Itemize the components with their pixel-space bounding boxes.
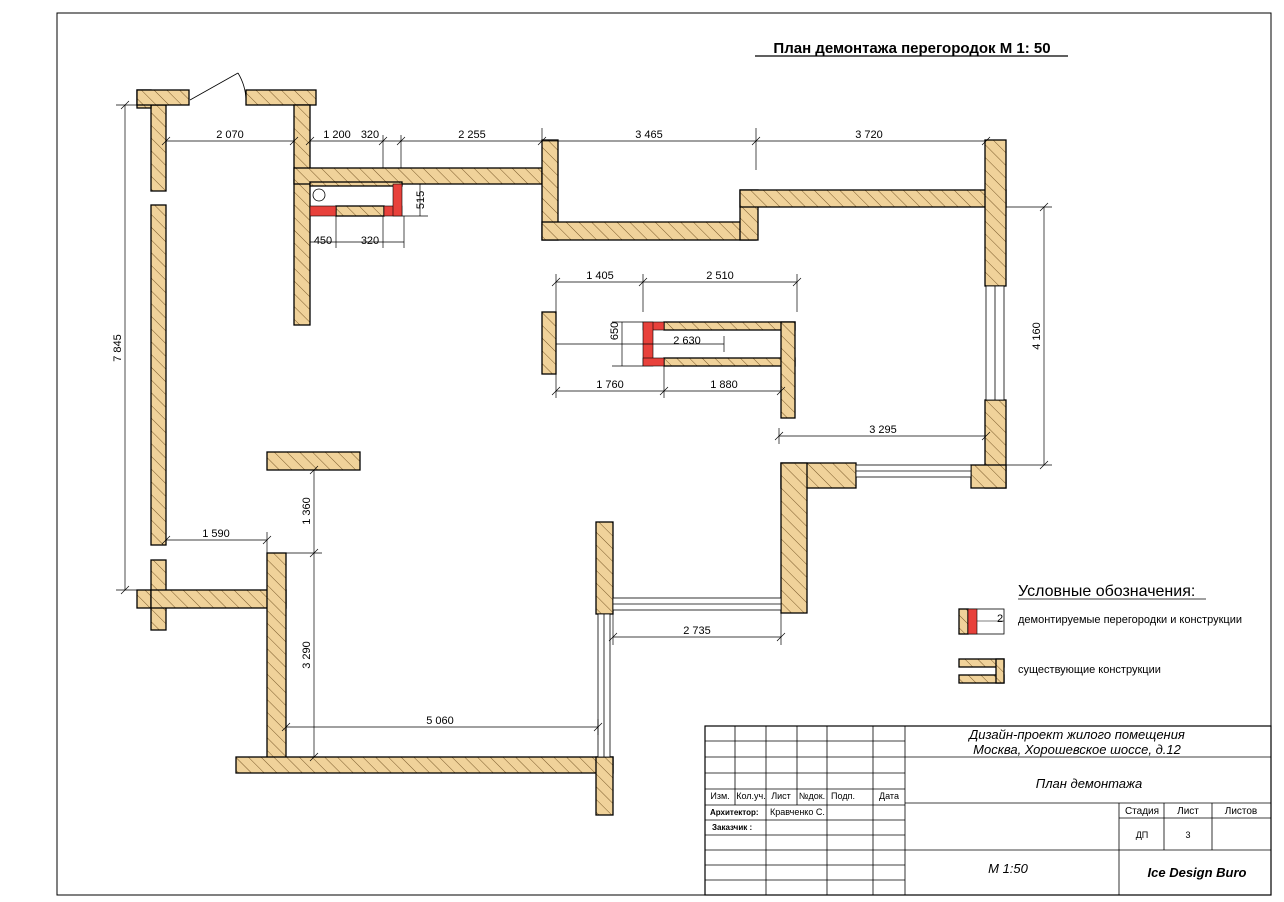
title-block-text: Дизайн-проект жилого помещения Москва, Х… xyxy=(710,727,1257,880)
dim-3720: 3 720 xyxy=(855,129,883,141)
legend-item1-number: 2 xyxy=(997,613,1003,625)
dim-320-bath: 320 xyxy=(361,235,379,247)
legend-item1-label: демонтируемые перегородки и конструкции xyxy=(1018,614,1242,626)
legend: Условные обозначения: 2 демонтируемые пе… xyxy=(958,583,1242,684)
demolition-partition-bath-3 xyxy=(392,183,403,217)
bathroom-partitions xyxy=(309,181,403,217)
dim-3465: 3 465 xyxy=(635,129,663,141)
stamp-sheet-header: Лист xyxy=(1177,806,1199,817)
dim-3295: 3 295 xyxy=(869,424,897,436)
stamp-col-izm: Изм. xyxy=(710,791,729,801)
stamp-sheet-title: План демонтажа xyxy=(1036,776,1142,791)
dim-1880: 1 880 xyxy=(710,379,738,391)
stamp-col-koluch: Кол.уч. xyxy=(736,791,766,801)
dim-1760: 1 760 xyxy=(596,379,624,391)
dim-1590: 1 590 xyxy=(202,528,230,540)
legend-demolition-symbol xyxy=(958,608,1005,635)
dim-7845: 7 845 xyxy=(112,334,124,362)
stamp-client-label: Заказчик : xyxy=(712,823,752,832)
stamp-architect-label: Архитектор: xyxy=(710,808,759,817)
dimension-labels: 2 070 1 200 320 2 255 3 465 3 720 450 32… xyxy=(112,129,1043,727)
dim-2070: 2 070 xyxy=(216,129,244,141)
title-block xyxy=(704,725,1272,896)
sheet-frame xyxy=(56,12,1272,896)
dim-1200: 1 200 xyxy=(323,129,351,141)
stamp-project-line1: Дизайн-проект жилого помещения xyxy=(967,727,1185,742)
drawing-title: План демонтажа перегородок М 1: 50 xyxy=(773,40,1050,57)
stamp-col-ndok: №док. xyxy=(799,791,825,801)
dim-650: 650 xyxy=(609,322,621,340)
riser-symbol xyxy=(312,188,326,202)
stamp-sheets-header: Листов xyxy=(1225,806,1258,817)
dim-320-top: 320 xyxy=(361,129,379,141)
stamp-col-data: Дата xyxy=(879,791,899,801)
stamp-architect-name: Кравченко С. xyxy=(770,807,825,817)
legend-heading: Условные обозначения: xyxy=(1018,583,1195,600)
stamp-stage-value: ДП xyxy=(1136,830,1149,840)
dim-515: 515 xyxy=(415,191,427,209)
windows xyxy=(597,285,1005,758)
dim-1405: 1 405 xyxy=(586,270,614,282)
dim-450: 450 xyxy=(314,235,332,247)
stamp-sheet-value: 3 xyxy=(1185,830,1190,840)
dim-4160: 4 160 xyxy=(1031,322,1043,350)
dim-2255: 2 255 xyxy=(458,129,486,141)
stamp-scale: М 1:50 xyxy=(988,861,1029,876)
dim-2510: 2 510 xyxy=(706,270,734,282)
dim-2735: 2 735 xyxy=(683,625,711,637)
demolition-partition-center-bottom xyxy=(642,357,665,367)
demolition-partition-bath-1 xyxy=(309,205,337,217)
stamp-stage-header: Стадия xyxy=(1125,806,1159,817)
stamp-col-podp: Подп. xyxy=(831,791,855,801)
legend-existing-symbol xyxy=(958,658,1005,684)
existing-walls xyxy=(136,89,1007,816)
legend-item2-label: существующие конструкции xyxy=(1018,664,1161,676)
door-swing xyxy=(189,72,247,101)
stamp-brand: Ice Design Buro xyxy=(1148,865,1247,880)
dim-5060: 5 060 xyxy=(426,715,454,727)
stamp-project-line2: Москва, Хорошевское шоссе, д.12 xyxy=(973,742,1181,757)
dim-1360: 1 360 xyxy=(301,497,313,525)
dim-2630: 2 630 xyxy=(673,335,701,347)
dim-3290: 3 290 xyxy=(301,641,313,669)
stamp-col-list: Лист xyxy=(771,791,791,801)
dimension-lines xyxy=(116,100,1052,762)
